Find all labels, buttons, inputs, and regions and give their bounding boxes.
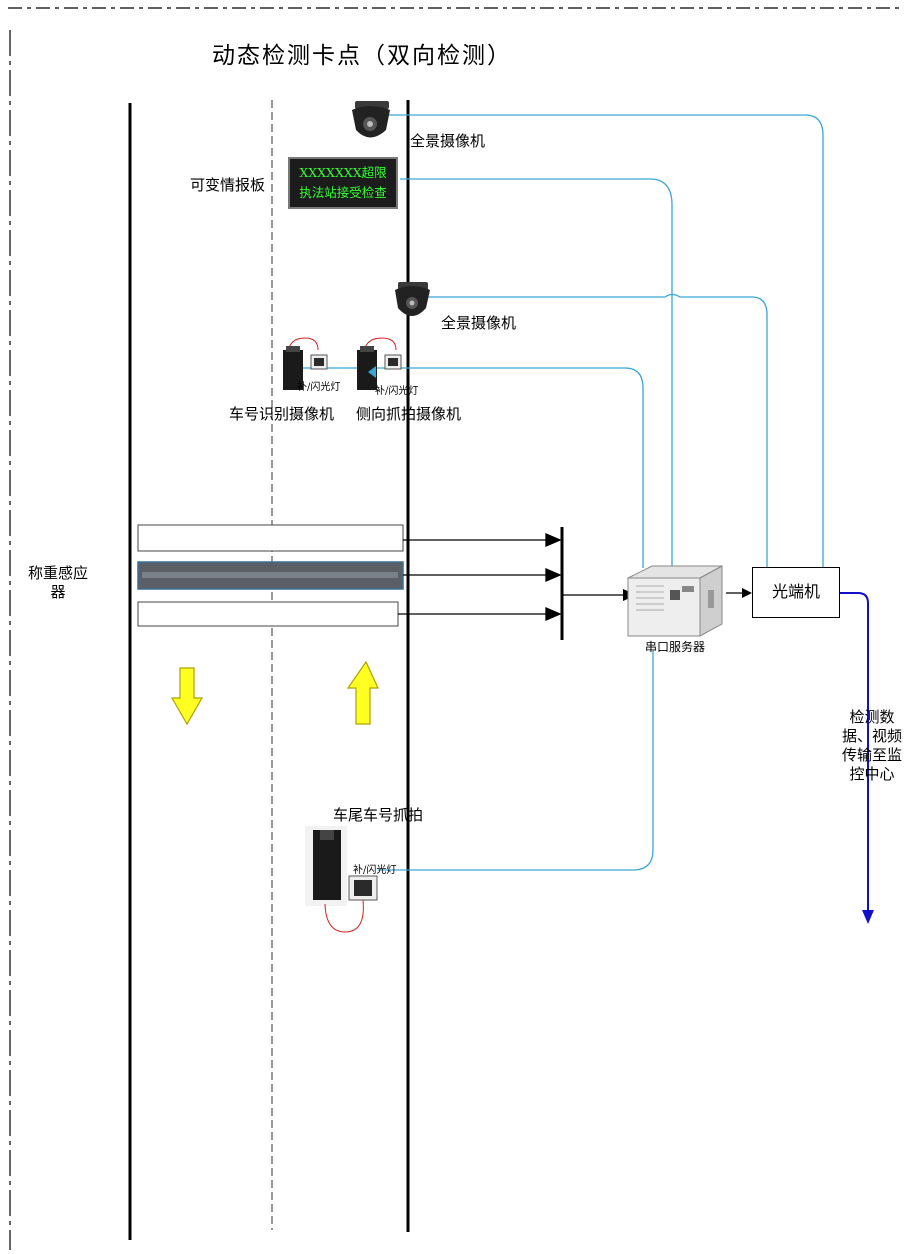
flash-lamp-3-label: 补/闪光灯 bbox=[353, 861, 396, 876]
plate-camera-label: 车号识别摄像机 bbox=[229, 405, 334, 423]
cable-vms-serial bbox=[400, 179, 672, 568]
transmit-note-line-1: 检测数 bbox=[836, 708, 907, 727]
weigh-sensor-label-line-2: 器 bbox=[22, 583, 94, 602]
weigh-sensor-strip-3 bbox=[138, 602, 398, 626]
variable-message-sign: XXXXXXX超限 执法站接受检查 bbox=[288, 157, 398, 209]
cable-pano2-optical bbox=[425, 295, 767, 569]
vms-line-2: 执法站接受检查 bbox=[290, 183, 396, 203]
rear-capture-label: 车尾车号抓拍 bbox=[333, 806, 423, 824]
weigh-sensor-strip-1 bbox=[138, 525, 403, 551]
serial-server-label: 串口服务器 bbox=[645, 640, 705, 654]
southbound-arrow-icon bbox=[172, 668, 202, 724]
pano-camera-1-label: 全景摄像机 bbox=[410, 132, 485, 150]
transmit-note-line-2: 据、视频 bbox=[836, 727, 907, 746]
dome-camera-2-icon bbox=[395, 282, 430, 316]
flash-lamp-2-label: 补/闪光灯 bbox=[375, 382, 418, 397]
rear-camera-icon bbox=[305, 826, 377, 932]
transmit-note-line-3: 传输至监 bbox=[836, 746, 907, 765]
cable-pano1-optical bbox=[385, 115, 823, 568]
sensor-link-2-head bbox=[546, 569, 560, 581]
cable-group bbox=[296, 115, 823, 870]
optical-transceiver-box: 光端机 bbox=[752, 567, 840, 618]
weigh-sensor-label: 称重感应 器 bbox=[22, 564, 94, 602]
transmit-note-line-4: 控中心 bbox=[836, 765, 907, 784]
sensor-link-3-head bbox=[546, 608, 560, 620]
vms-label: 可变情报板 bbox=[190, 176, 265, 194]
flash-lamp-1-label: 补/闪光灯 bbox=[297, 378, 340, 393]
weigh-sensor-label-line-1: 称重感应 bbox=[22, 564, 94, 583]
sensor-link-1-head bbox=[546, 534, 560, 546]
northbound-arrow-icon bbox=[348, 662, 378, 724]
transmit-note: 检测数 据、视频 传输至监 控中心 bbox=[836, 708, 907, 784]
dome-camera-1-icon bbox=[352, 101, 390, 138]
server-to-optical-head bbox=[742, 588, 752, 598]
pano-camera-2-label: 全景摄像机 bbox=[441, 314, 516, 332]
side-camera-label: 侧向抓拍摄像机 bbox=[356, 405, 461, 423]
serial-server-icon bbox=[628, 566, 722, 636]
cable-rear-serial bbox=[378, 650, 653, 870]
uplink-arrowhead bbox=[862, 910, 874, 924]
page-title: 动态检测卡点（双向检测） bbox=[212, 36, 512, 70]
vms-line-1: XXXXXXX超限 bbox=[290, 163, 396, 183]
